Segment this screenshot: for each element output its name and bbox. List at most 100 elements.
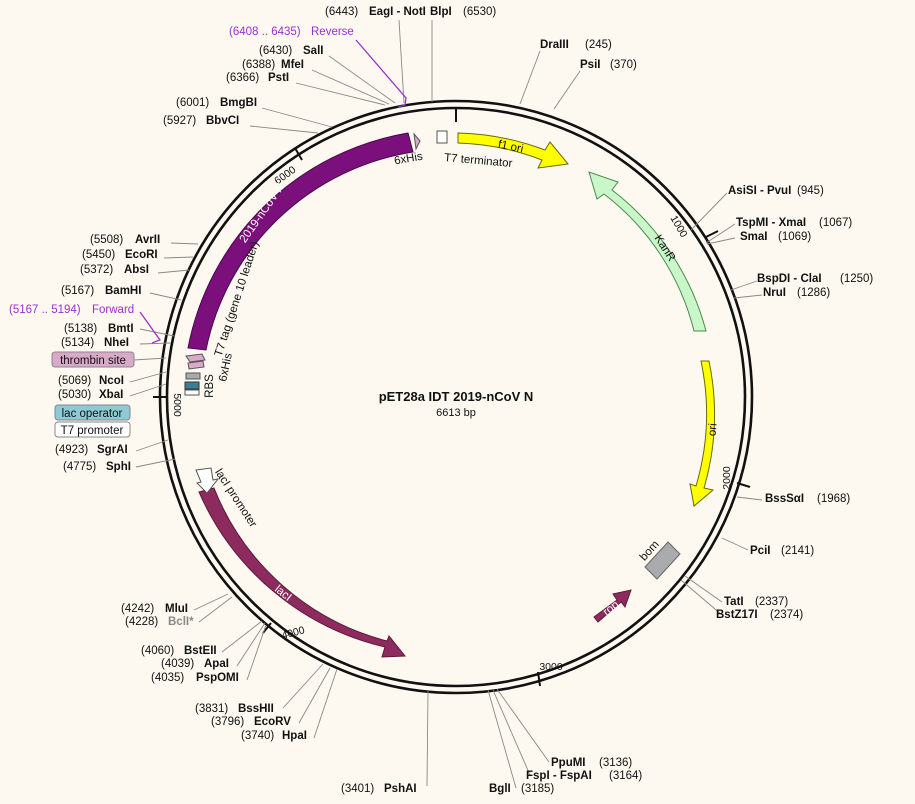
tick-marks: [153, 108, 751, 687]
tick-1000: 1000: [668, 213, 690, 239]
site-fspi-fspai-num: (3164): [609, 770, 642, 782]
site-ppumi-num: (3136): [599, 757, 632, 769]
feature-rop[interactable]: [593, 589, 632, 623]
site-bsteii-num: (4060): [141, 645, 174, 657]
site-asisi-pvui-name[interactable]: AsiSI - PvuI: [728, 185, 791, 197]
feature-laci[interactable]: [198, 487, 407, 658]
site-pcii-name[interactable]: PciI: [750, 545, 770, 557]
site-pshai-name[interactable]: PshAI: [384, 783, 417, 795]
site-bamhi-name[interactable]: BamHI: [105, 285, 141, 297]
site-eagi-noti-num: (6443): [325, 6, 358, 18]
site-bcli-name[interactable]: BclI*: [168, 616, 194, 628]
badge-t7-promoter[interactable]: [54, 421, 131, 438]
site-sphi-name[interactable]: SphI: [106, 461, 131, 473]
primer-reverse-name[interactable]: Reverse: [311, 26, 354, 38]
feature-t7-terminator[interactable]: [436, 130, 448, 144]
site-ppumi-name[interactable]: PpuMI: [551, 757, 586, 769]
tick-3000: 3000: [539, 661, 563, 673]
site-apai-num: (4039): [161, 658, 194, 670]
badge-lac-operator[interactable]: [54, 404, 131, 421]
feature-rbs[interactable]: [185, 372, 201, 380]
site-pspomi-name[interactable]: PspOMI: [196, 672, 239, 684]
site-nhei-name[interactable]: NheI: [104, 337, 129, 349]
primer-forward-range: (5167 .. 5194): [9, 304, 81, 316]
feature-kanr[interactable]: [588, 171, 707, 332]
site-asisi-pvui-num: (945): [797, 185, 824, 197]
site-bsshii-name[interactable]: BssHII: [238, 703, 274, 715]
site-bmti-num: (5138): [64, 323, 97, 335]
primer-forward-name[interactable]: Forward: [92, 304, 134, 316]
site-bsteii-name[interactable]: BstEII: [184, 645, 217, 657]
site-psti-name[interactable]: PstI: [268, 72, 289, 84]
site-apai-name[interactable]: ApaI: [204, 658, 229, 670]
feature-f1-ori[interactable]: [457, 132, 569, 169]
site-bstz17i-name[interactable]: BstZ17I: [716, 609, 758, 621]
label-rbs: RBS: [204, 374, 216, 398]
site-bspdi-clai-num: (1250): [840, 273, 873, 285]
feature-bom[interactable]: [644, 541, 681, 580]
feature-t7-tag-small[interactable]: [187, 360, 205, 370]
site-bmti-name[interactable]: BmtI: [108, 323, 134, 335]
site-fspi-fspai-name[interactable]: FspI - FspAI: [526, 770, 592, 782]
site-mfei-name[interactable]: MfeI: [281, 59, 304, 71]
label-thrombin-site: thrombin site: [60, 355, 126, 367]
site-sphi-num: (4775): [63, 461, 96, 473]
site-sgrai-num: (4923): [55, 444, 88, 456]
site-tspmi-xmai-num: (1067): [819, 217, 852, 229]
site-bbvci-name[interactable]: BbvCI: [206, 115, 239, 127]
site-hpai-num: (3740): [241, 730, 274, 742]
site-eagi-noti-name: EagI - NotI: [369, 6, 426, 18]
site-hpai-name[interactable]: HpaI: [282, 730, 307, 742]
label-6xhis-left: 6xHis: [217, 352, 235, 383]
forward-primer-mark[interactable]: [139, 311, 162, 344]
label-lac-operator: lac operator: [62, 408, 123, 420]
site-nrui-num: (1286): [797, 287, 830, 299]
site-pshai-num: (3401): [341, 783, 374, 795]
site-bsshii-num: (3831): [195, 703, 228, 715]
feature-laci-promoter[interactable]: [195, 467, 220, 494]
badge-thrombin-site[interactable]: [51, 351, 135, 368]
tick-4000: 4000: [280, 624, 306, 642]
tick-5000: 5000: [171, 393, 183, 417]
site-ecori-num: (5450): [82, 249, 115, 261]
site-smai-name[interactable]: SmaI: [740, 231, 768, 243]
primer-reverse-range: (6408 .. 6435): [229, 26, 301, 38]
feature-t7-promoter[interactable]: [184, 389, 200, 396]
site-ecori-name[interactable]: EcoRI: [125, 249, 158, 261]
site-bgli-name[interactable]: BglI: [489, 783, 511, 795]
site-tati-num: (2337): [755, 596, 788, 608]
site-xbai-num: (5030): [58, 389, 91, 401]
site-bmgbi-name[interactable]: BmgBI: [220, 97, 257, 109]
site-tspmi-xmai-name[interactable]: TspMI - XmaI: [736, 217, 806, 229]
site-bmgbi-num: (6001): [176, 97, 209, 109]
reverse-primer-mark[interactable]: [355, 39, 407, 108]
feature-lac-operator[interactable]: [184, 381, 200, 390]
site-nrui-name[interactable]: NruI: [763, 287, 786, 299]
leader-lines: [129, 19, 763, 789]
site-bspdi-clai-name[interactable]: BspDI - ClaI: [757, 273, 822, 285]
site-absi-num: (5372): [80, 264, 113, 276]
feature-thrombin-site[interactable]: [185, 353, 206, 363]
feature-2019-ncov-n[interactable]: [187, 132, 414, 351]
site-ncoi-name[interactable]: NcoI: [99, 375, 124, 387]
site-absi-name[interactable]: AbsI: [124, 264, 149, 276]
site-psii-name[interactable]: PsiI: [580, 59, 600, 71]
site-smai-num: (1069): [778, 231, 811, 243]
site-bsssai-name[interactable]: BssSαI: [765, 493, 804, 505]
site-sali-name[interactable]: SalI: [303, 45, 323, 57]
site-ncoi-num: (5069): [58, 375, 91, 387]
site-tati-name[interactable]: TatI: [724, 596, 744, 608]
label-t7-promoter: T7 promoter: [61, 425, 124, 437]
feature-6xhis-top[interactable]: [413, 132, 421, 151]
site-draiii-name[interactable]: DraIII: [540, 39, 569, 51]
site-sgrai-name[interactable]: SgrAI: [97, 444, 128, 456]
site-ecorv-name[interactable]: EcoRV: [254, 716, 291, 728]
site-bsssai-num: (1968): [817, 493, 850, 505]
site-xbai-name[interactable]: XbaI: [99, 389, 123, 401]
site-mlui-name[interactable]: MluI: [165, 603, 188, 615]
site-blpi-name[interactable]: BlpI: [430, 6, 452, 18]
site-avrii-name[interactable]: AvrII: [135, 234, 160, 246]
feature-ori[interactable]: [689, 360, 715, 507]
plasmid-length: 6613 bp: [436, 407, 476, 419]
